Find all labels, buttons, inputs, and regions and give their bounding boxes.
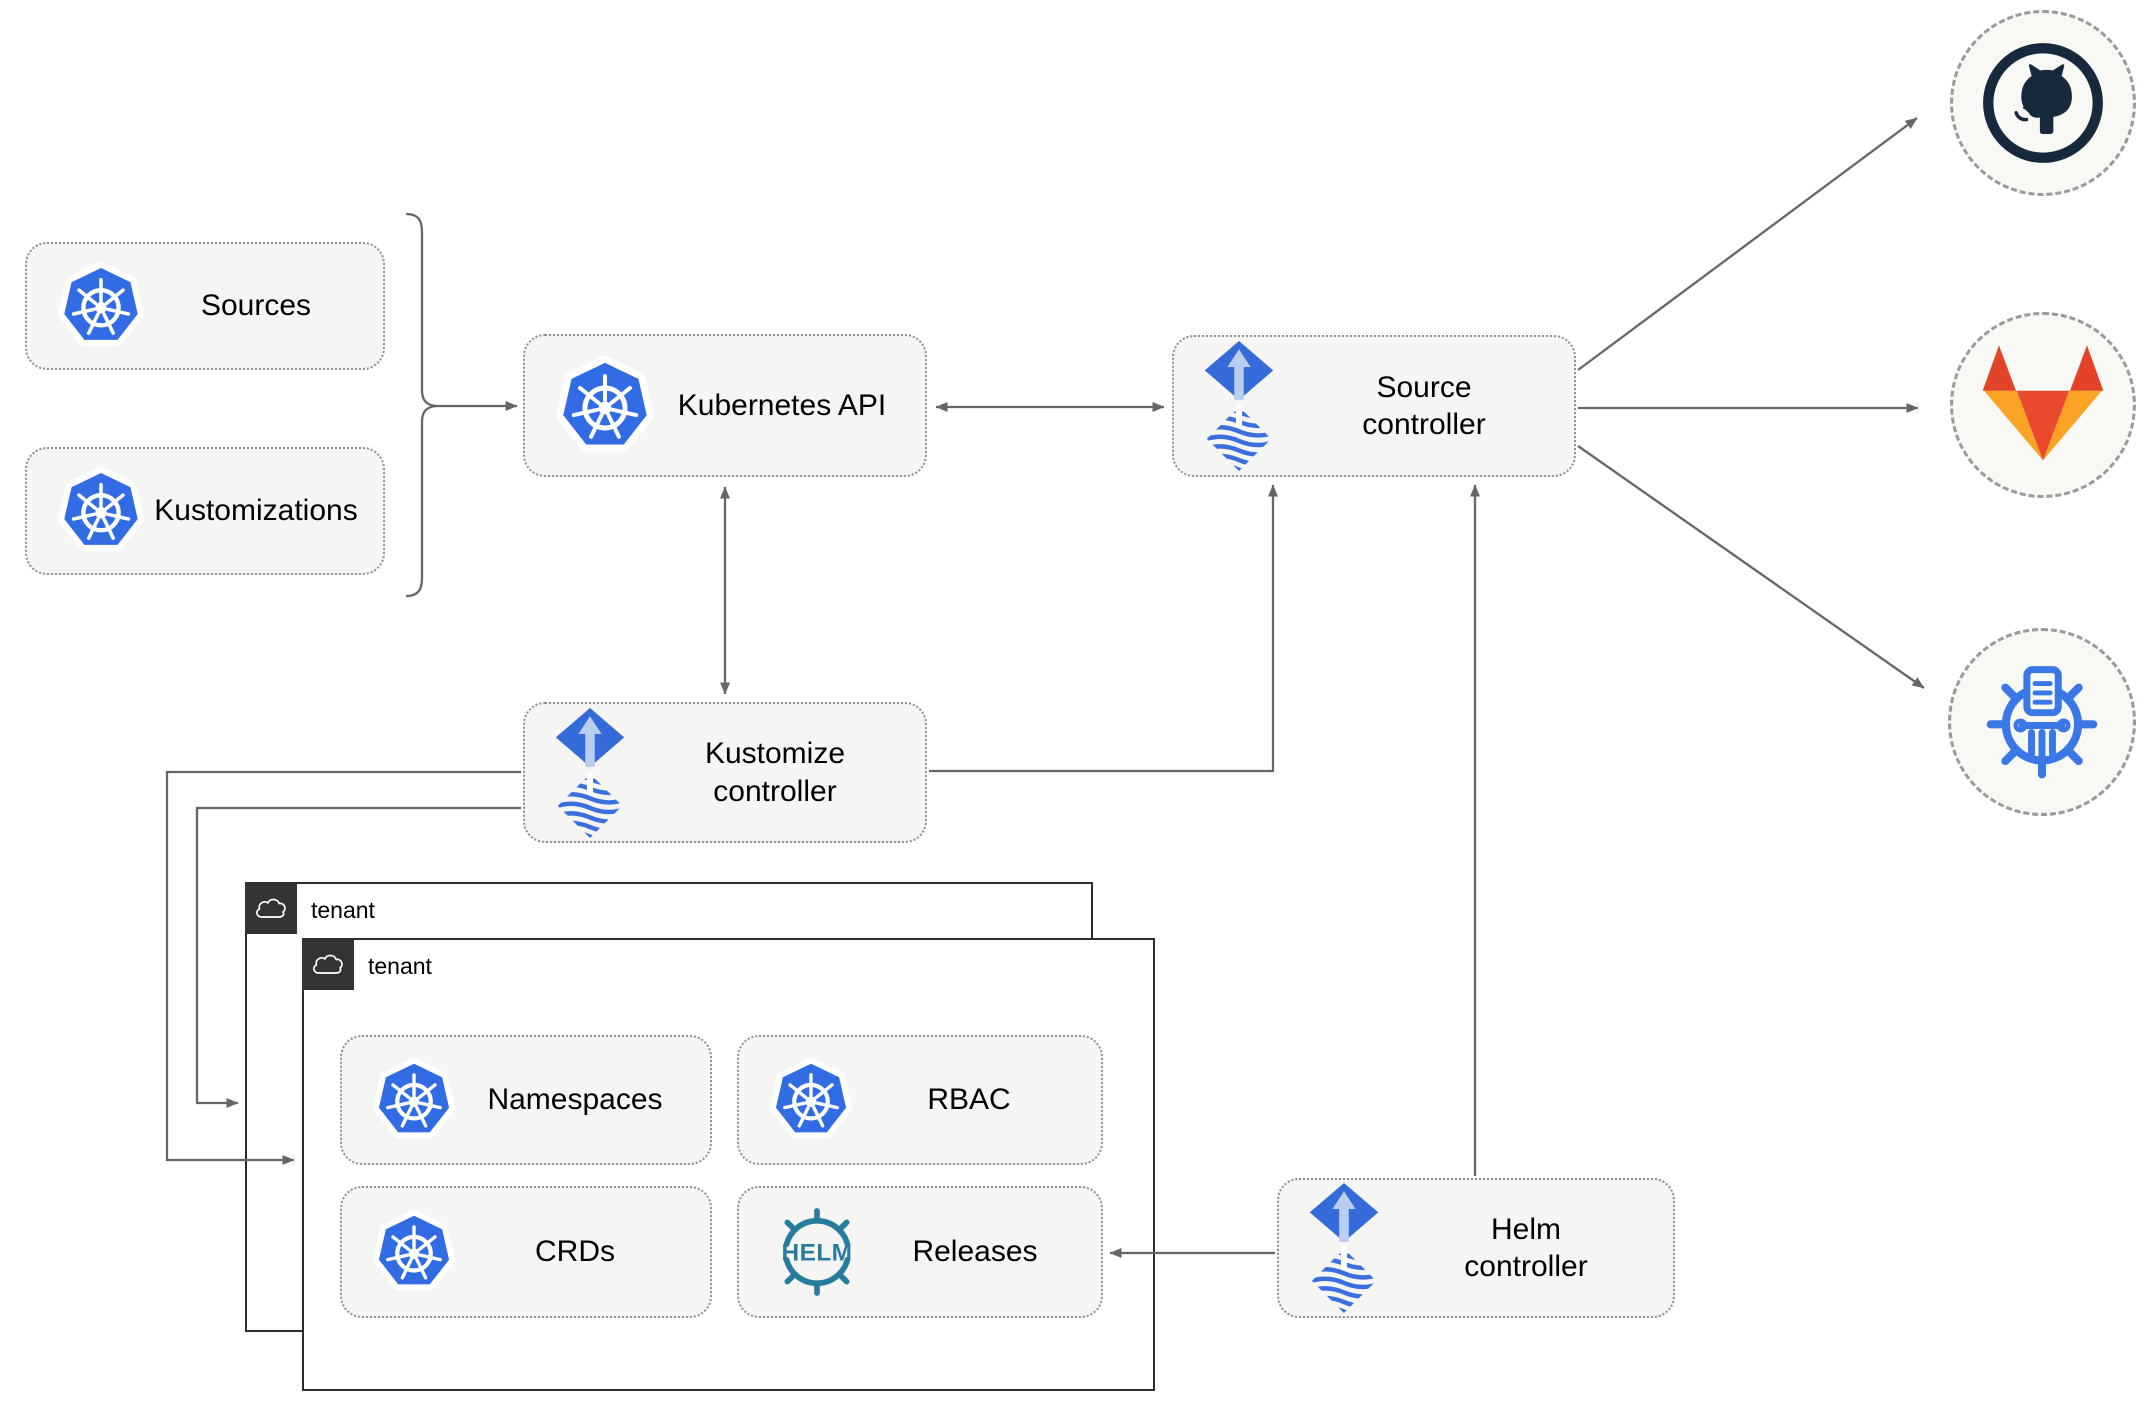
kubernetes-icon (555, 356, 655, 456)
node-sources: Sources (25, 242, 385, 370)
node-namespaces: Namespaces (340, 1035, 712, 1165)
cloud-icon (253, 896, 289, 921)
node-label: Kustomize controller (704, 737, 846, 808)
node-label: RBAC (927, 1083, 1011, 1117)
cloud-icon (310, 952, 346, 977)
helm-logo-text: HELM (782, 1240, 853, 1267)
tenant-label: tenant (311, 897, 375, 923)
node-label: Namespaces (487, 1083, 663, 1117)
node-label: CRDs (535, 1235, 615, 1269)
endpoint-github (1950, 10, 2136, 196)
tenant-tab (245, 882, 297, 934)
flux-icon (555, 708, 625, 838)
edge-source-controller-to-github (1577, 117, 1918, 371)
node-crds: CRDs (340, 1186, 712, 1318)
endpoint-chartmuseum (1948, 628, 2136, 816)
node-source-controller: Source controller (1172, 335, 1576, 477)
node-kustomizations: Kustomizations (25, 447, 385, 575)
flux-icon (1204, 341, 1274, 471)
kubernetes-icon (372, 1210, 456, 1294)
node-label: Sources (200, 289, 312, 323)
node-rbac: RBAC (737, 1035, 1103, 1165)
flux-icon (1309, 1183, 1379, 1313)
node-label: Helm controller (1464, 1212, 1588, 1284)
gitlab-icon (1982, 345, 2104, 461)
kubernetes-icon (57, 467, 145, 555)
kubernetes-icon (372, 1058, 456, 1142)
edge-source-controller-to-chartmuseum (1577, 445, 1925, 689)
node-helm-controller: Helm controller (1277, 1178, 1675, 1318)
node-label: Kustomizations (154, 494, 358, 528)
tenant-label: tenant (368, 953, 432, 979)
edge-kustomize-to-source-controller (929, 484, 1278, 773)
kubernetes-icon (769, 1058, 853, 1142)
node-kubernetes-api: Kubernetes API (523, 334, 927, 477)
bracket-sources-kustomizations (405, 212, 437, 598)
chartmuseum-icon (1986, 666, 2098, 779)
node-kustomize-controller: Kustomize controller (523, 702, 927, 843)
github-icon (1983, 43, 2103, 163)
kubernetes-icon (57, 262, 145, 350)
tenant-tab (302, 938, 354, 990)
helm-icon: HELM (782, 1208, 853, 1296)
node-label: Kubernetes API (677, 388, 887, 422)
node-label: Releases (912, 1235, 1038, 1269)
endpoint-gitlab (1950, 312, 2136, 498)
node-releases: HELM Releases (737, 1186, 1103, 1318)
node-label: Source controller (1362, 370, 1486, 442)
